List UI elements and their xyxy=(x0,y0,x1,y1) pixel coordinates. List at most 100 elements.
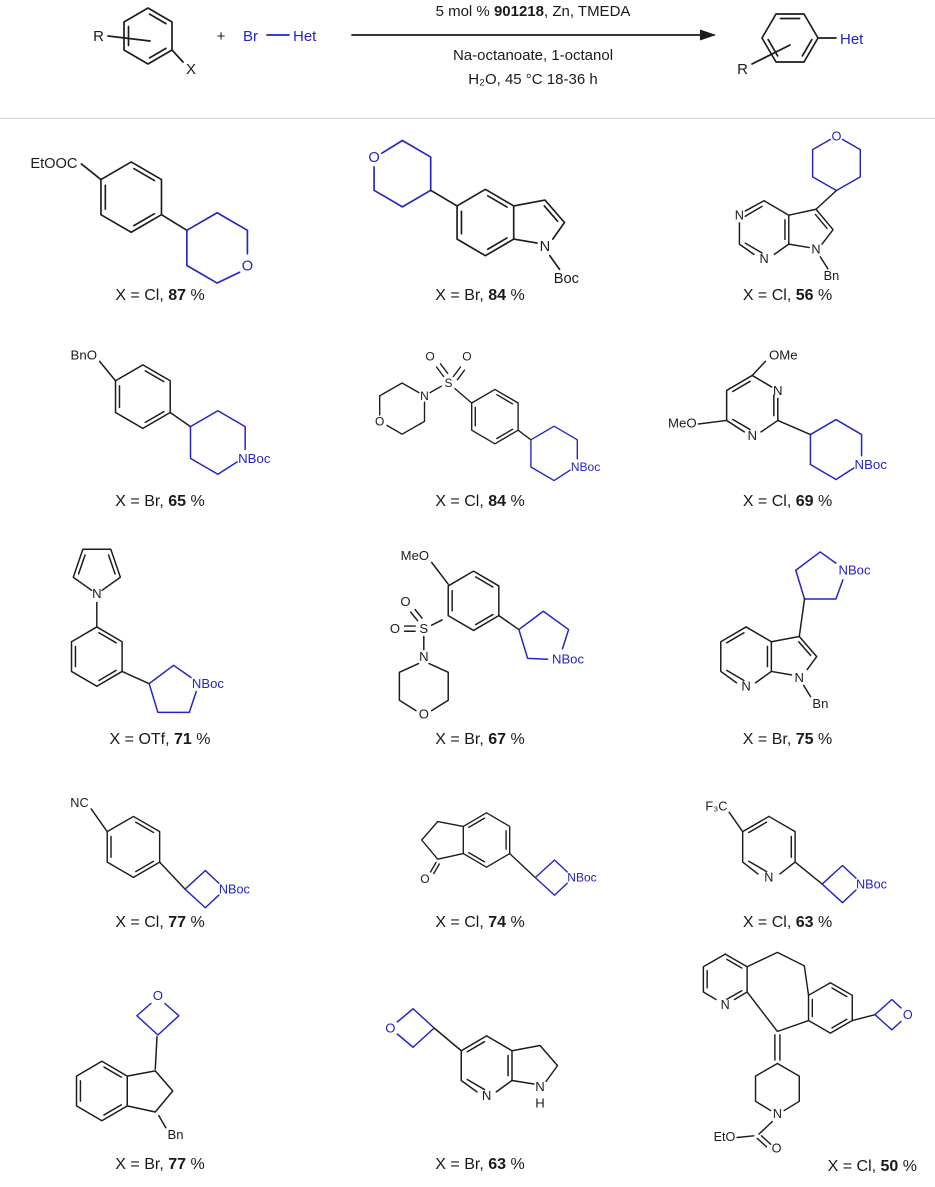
compound-entry-6: N N OMe MeO NBoc X = Cl, 69 % xyxy=(640,319,935,524)
tetrahydropyran-ring: O xyxy=(368,139,432,208)
yield-value: 65 xyxy=(168,493,187,510)
nh-nitrogen-label: N xyxy=(535,1079,544,1094)
yield-value: 67 xyxy=(488,731,507,748)
yield-label-12: X = Cl, 63 % xyxy=(743,914,832,932)
nitrogen-label: N xyxy=(773,383,783,398)
yield-label-6: X = Cl, 69 % xyxy=(743,493,832,511)
yield-prefix: X = Br, xyxy=(435,731,489,748)
nitrogen-label: N xyxy=(481,1088,490,1103)
structure-7: N NBoc xyxy=(70,548,224,714)
yield-suffix: % xyxy=(191,731,211,748)
yield-prefix: X = Cl, xyxy=(742,287,796,304)
yield-suffix: % xyxy=(813,731,833,748)
yield-suffix: % xyxy=(506,493,525,510)
azetidine-ring: NBoc xyxy=(183,869,249,909)
dihydro-azaindole-bicycle: N N H xyxy=(460,1035,558,1111)
compound-entry-2: O N Boc X = Br, 84 % xyxy=(320,119,640,319)
yield-value: 74 xyxy=(488,914,507,931)
yield-suffix: % xyxy=(813,493,833,510)
yield-value: 84 xyxy=(488,287,507,304)
compound-entry-1: EtOOC O X = Cl, 87 % xyxy=(0,119,320,319)
morpholine-ring: N O xyxy=(398,649,449,722)
yield-value: 50 xyxy=(880,1158,899,1175)
yield-suffix: % xyxy=(506,287,525,304)
benzene-ring xyxy=(106,815,160,879)
yield-suffix: % xyxy=(898,1158,917,1175)
structure-9: NBoc N N Bn xyxy=(720,551,871,711)
product-het-label: Het xyxy=(840,31,864,48)
reaction-scheme-header: R X + Br Het 5 mol % 901218, Zn, TMEDA N… xyxy=(0,0,935,119)
nh-hydrogen-label: H xyxy=(535,1096,544,1111)
structure-13: O Bn xyxy=(75,988,183,1142)
reactant-x-label: X xyxy=(186,61,196,78)
oxygen-label: O xyxy=(385,1020,395,1035)
yield-prefix: X = Br, xyxy=(435,287,489,304)
tetrahydropyran-ring: O xyxy=(185,211,253,284)
structure-14: O N N H xyxy=(385,1008,558,1111)
azetidine-ring: NBoc xyxy=(821,864,887,904)
nitrogen-label: N xyxy=(92,586,101,601)
oxygen-label: O xyxy=(462,350,471,364)
piperidine-ring: N xyxy=(754,1062,800,1121)
nitrogen-label: N xyxy=(419,649,428,664)
azaindole-bicycle: N N Bn xyxy=(720,626,828,711)
oxygen-label: O xyxy=(400,594,410,609)
nitrogen-label: N xyxy=(420,389,429,403)
yield-suffix: % xyxy=(506,1156,525,1173)
nitrogen-label: N xyxy=(721,998,730,1012)
yield-prefix: X = Cl, xyxy=(742,914,796,931)
nitrogen-label: N xyxy=(811,242,820,257)
benzene-ring xyxy=(807,981,853,1034)
nitrogen-label: N xyxy=(735,207,744,222)
ethyl-carbamate-group: EtO O xyxy=(714,1120,782,1156)
yield-suffix: % xyxy=(813,287,833,304)
oxygen-label: O xyxy=(418,707,428,722)
benzene-ring xyxy=(70,626,123,687)
structure-2: O N Boc xyxy=(368,139,578,285)
structure-3: O N N N Bn xyxy=(735,128,862,283)
substituent-label: EtOOC xyxy=(30,156,77,172)
nitrogen-label: N xyxy=(741,679,750,694)
nitrogen-label: N xyxy=(539,239,550,255)
yield-prefix: X = Br, xyxy=(742,731,796,748)
sulfonyl-group: S O O xyxy=(425,350,472,404)
yield-prefix: X = Br, xyxy=(115,1156,169,1173)
conditions-below-arrow-1: Na-octanoate, 1-octanol xyxy=(453,47,613,64)
yield-suffix: % xyxy=(506,731,525,748)
oxygen-label: O xyxy=(152,988,162,1003)
nitrogen-label: N xyxy=(773,1107,782,1121)
oxetane-ring: O xyxy=(385,1008,435,1048)
yield-prefix: X = Cl, xyxy=(115,287,169,304)
yield-suffix: % xyxy=(186,1156,205,1173)
compound-entry-9: NBoc N N Bn X = Br, 75 % xyxy=(640,524,935,764)
yield-label-7: X = OTf, 71 % xyxy=(110,731,211,749)
nboc-label: NBoc xyxy=(552,652,584,667)
oxygen-label: O xyxy=(903,1008,913,1022)
compound-entry-11: O NBoc X = Cl, 74 % xyxy=(320,764,640,944)
yield-value: 84 xyxy=(488,493,507,510)
pyrrolidine-ring: NBoc xyxy=(795,551,871,600)
piperidine-ring: NBoc xyxy=(809,418,888,481)
boc-label: Boc xyxy=(553,271,578,285)
structure-8: MeO S O O N O NBoc xyxy=(389,548,584,722)
reaction-arrow xyxy=(351,29,716,41)
nboc-label: NBoc xyxy=(570,460,599,474)
nboc-label: NBoc xyxy=(855,457,888,472)
nitrogen-label: N xyxy=(764,871,773,885)
yield-label-10: X = Cl, 77 % xyxy=(115,914,204,932)
compound-entry-12: F₃C N NBoc X = Cl, 63 % xyxy=(640,764,935,944)
compound-entry-13: O Bn X = Br, 77 % xyxy=(0,944,320,1187)
substrate-scope-grid: EtOOC O X = Cl, 87 % O N Boc X = Br, 84 … xyxy=(0,119,935,1187)
yield-prefix: X = Cl, xyxy=(435,493,489,510)
yield-label-13: X = Br, 77 % xyxy=(115,1156,204,1174)
sulfur-label: S xyxy=(444,376,452,390)
nitrogen-label: N xyxy=(795,670,804,685)
oxygen-label: O xyxy=(389,621,399,636)
structure-1: EtOOC O xyxy=(30,156,253,284)
plus-sign: + xyxy=(217,28,226,45)
oxygen-label: O xyxy=(831,128,841,143)
yield-label-8: X = Br, 67 % xyxy=(435,731,524,749)
methoxy-label: OMe xyxy=(769,348,798,363)
yield-prefix: X = Cl, xyxy=(742,493,796,510)
compound-entry-7: N NBoc X = OTf, 71 % xyxy=(0,524,320,764)
